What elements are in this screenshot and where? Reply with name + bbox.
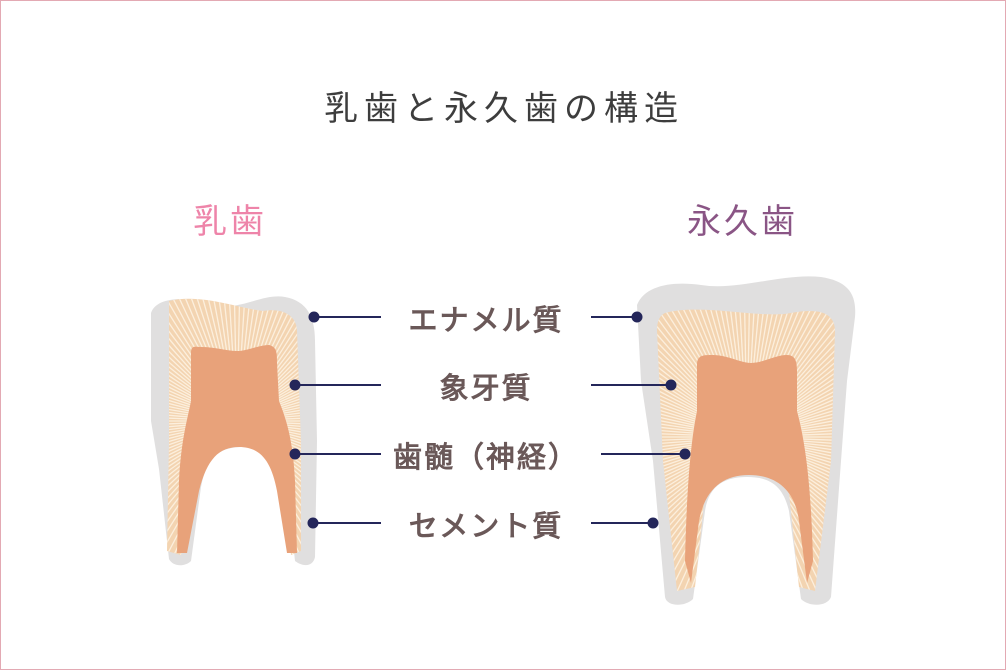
part-label-enamel: エナメル質 [408,303,564,337]
permanent-tooth-label: 永久歯 [687,202,798,242]
part-label-pulp: 歯髄（神経） [392,440,579,474]
leader-dot-pulp-primary [289,448,301,460]
primary-pulp [177,345,297,553]
permanent-tooth [637,276,856,605]
permanent-pulp [685,355,813,583]
part-label-cementum: セメント質 [408,509,564,543]
leader-dot-dentin-permanent [665,379,677,391]
leader-dot-enamel-primary [308,311,320,323]
leader-dot-enamel-permanent [631,311,643,323]
leader-lines [289,311,691,529]
leader-dot-cementum-permanent [647,517,659,529]
primary-tooth-label: 乳歯 [193,202,267,242]
page-title: 乳歯と永久歯の構造 [324,89,684,129]
leader-dot-pulp-permanent [679,448,691,460]
primary-tooth [151,296,317,566]
leader-dot-dentin-primary [289,379,301,391]
leader-dot-cementum-primary [307,517,319,529]
part-label-dentin: 象牙質 [439,371,533,405]
